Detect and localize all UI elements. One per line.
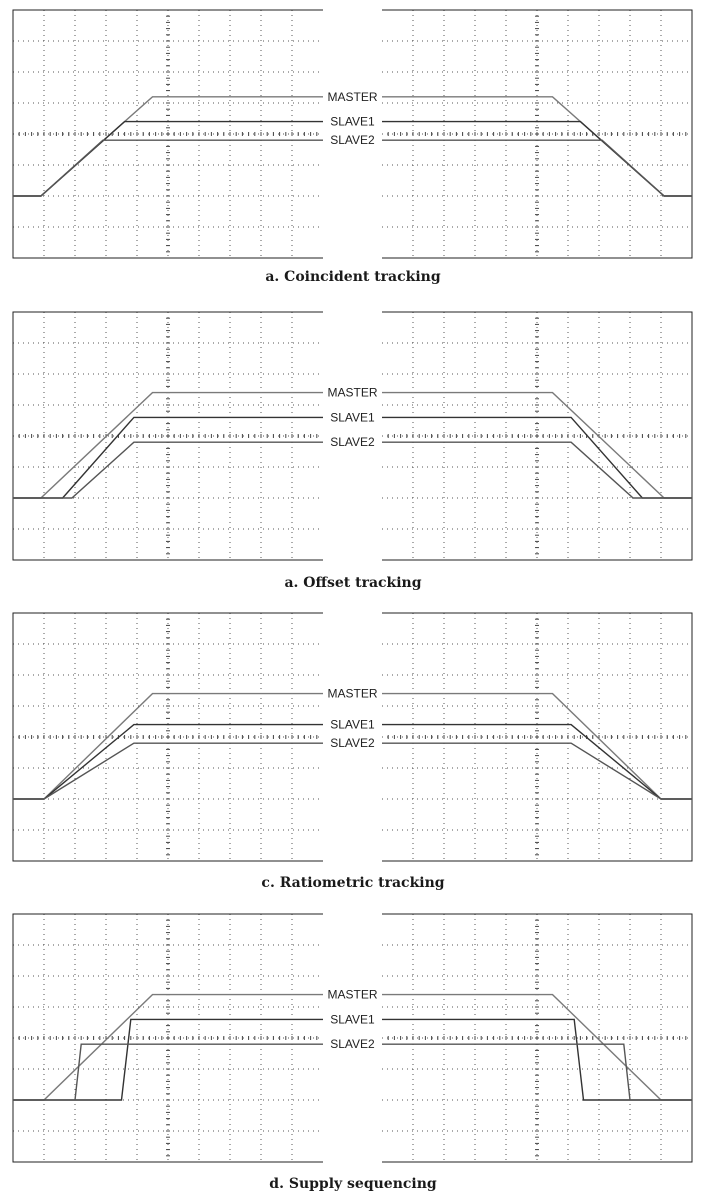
scope-right-power-down (382, 612, 693, 862)
signal-label-slave2: SLAVE2 (330, 133, 375, 147)
signal-label-master: MASTER (327, 386, 377, 400)
trace-slave2 (13, 1043, 323, 1101)
signal-label-slave1: SLAVE1 (330, 1012, 375, 1026)
scope-right-power-down (382, 311, 693, 561)
trace-slave2 (382, 139, 692, 197)
trace-slave2 (382, 441, 692, 499)
scope-left-power-up (12, 612, 323, 862)
scope-frame (382, 913, 693, 1163)
scope-right-power-down (382, 913, 693, 1163)
scope-frame (12, 311, 323, 561)
signal-label-master: MASTER (327, 687, 377, 701)
trace-slave2 (382, 1043, 692, 1101)
scope-frame (12, 913, 323, 1163)
trace-slave2 (13, 139, 323, 197)
scope-frame (12, 612, 323, 862)
scope-frame (382, 9, 693, 259)
trace-slave2 (13, 742, 323, 800)
signal-label-slave1: SLAVE1 (330, 718, 375, 732)
signal-label-slave1: SLAVE1 (330, 410, 375, 424)
scope-left-power-up (12, 913, 323, 1163)
trace-slave2 (13, 441, 323, 499)
caption-coincident-tracking: a. Coincident tracking (265, 269, 440, 285)
scope-frame (382, 612, 693, 862)
signal-label-slave2: SLAVE2 (330, 736, 375, 750)
scope-left-power-up (12, 311, 323, 561)
trace-slave2 (382, 742, 692, 800)
caption-offset-tracking: a. Offset tracking (284, 575, 421, 591)
signal-label-slave1: SLAVE1 (330, 115, 375, 129)
caption-supply-sequencing: d. Supply sequencing (269, 1176, 437, 1192)
scope-right-power-down (382, 9, 693, 259)
signal-label-master: MASTER (327, 90, 377, 104)
scope-left-power-up (12, 9, 323, 259)
signal-label-slave2: SLAVE2 (330, 435, 375, 449)
scope-frame (382, 311, 693, 561)
scope-frame (12, 9, 323, 259)
signal-label-slave2: SLAVE2 (330, 1037, 375, 1051)
caption-ratiometric-tracking: c. Ratiometric tracking (261, 875, 444, 891)
signal-label-master: MASTER (327, 988, 377, 1002)
